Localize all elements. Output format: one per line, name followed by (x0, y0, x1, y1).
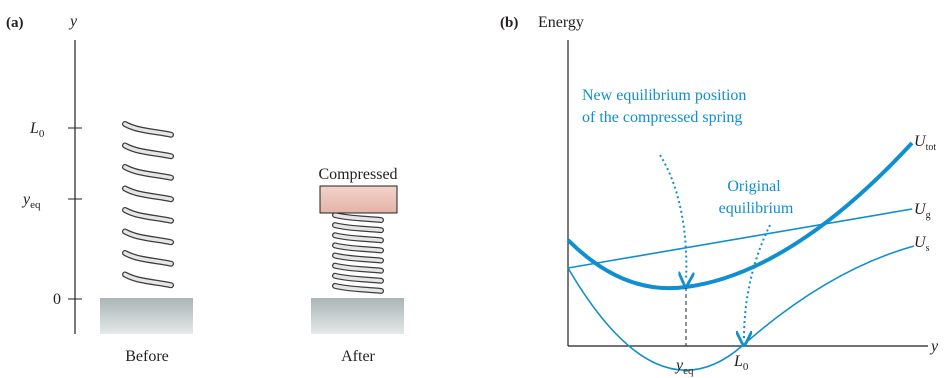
spring-front-strand (333, 233, 383, 243)
panel-b: (b) Energy y yeq L0 New equilibrium posi… (500, 14, 939, 377)
panel-a: (a) y L0 yeq 0 Before Compressed After (6, 13, 404, 365)
spring-front-strand (333, 243, 383, 253)
tick-label-yeq: yeq (21, 191, 41, 211)
spring-front-strand (333, 213, 383, 222)
label-u-g: Ug (914, 201, 931, 221)
curve-u-s (567, 245, 915, 371)
spring-front-strand (333, 223, 383, 232)
ground-before (100, 298, 193, 334)
block-label: Compressed (318, 166, 397, 183)
ground-after (311, 298, 404, 334)
spring-front-strand (333, 263, 383, 273)
position-axis-label: y (929, 338, 939, 355)
energy-axis-label: Energy (538, 14, 584, 31)
spring-front-strand (123, 165, 173, 180)
spring-front-strand (123, 251, 173, 266)
spring-front-strand (123, 186, 173, 201)
curve-u-g (567, 208, 913, 269)
annotation-new-equilibrium: New equilibrium position of the compress… (582, 87, 750, 126)
arrow-original-equilibrium (744, 224, 771, 339)
xtick-yeq: yeq (674, 357, 694, 377)
spring-after (332, 212, 384, 294)
spring-front-strand (123, 122, 173, 137)
panel-a-y-axis-label: y (68, 13, 78, 30)
spring-front-strand (123, 272, 173, 287)
spring-front-strand (123, 229, 173, 244)
label-u-s: Us (914, 234, 930, 254)
spring-front-strand (123, 208, 173, 223)
spring-front-strand (333, 253, 383, 263)
tick-label-l0: L0 (29, 120, 45, 140)
spring-front-strand (123, 143, 173, 158)
curve-u-tot (566, 141, 914, 291)
annotation-original-equilibrium: Original equilibrium (719, 178, 794, 217)
arrow-new-equilibrium (659, 154, 686, 280)
spring-front-strand (333, 274, 383, 283)
spring-front-strand (333, 284, 383, 293)
panel-a-tag: (a) (6, 15, 24, 31)
caption-before: Before (125, 348, 169, 365)
tick-label-zero: 0 (53, 291, 61, 308)
xtick-l0: L0 (733, 353, 749, 373)
panel-b-tag: (b) (500, 15, 518, 31)
spring-before (122, 121, 174, 289)
label-u-tot: Utot (914, 133, 936, 153)
compressed-block (319, 185, 398, 214)
caption-after: After (341, 348, 375, 365)
